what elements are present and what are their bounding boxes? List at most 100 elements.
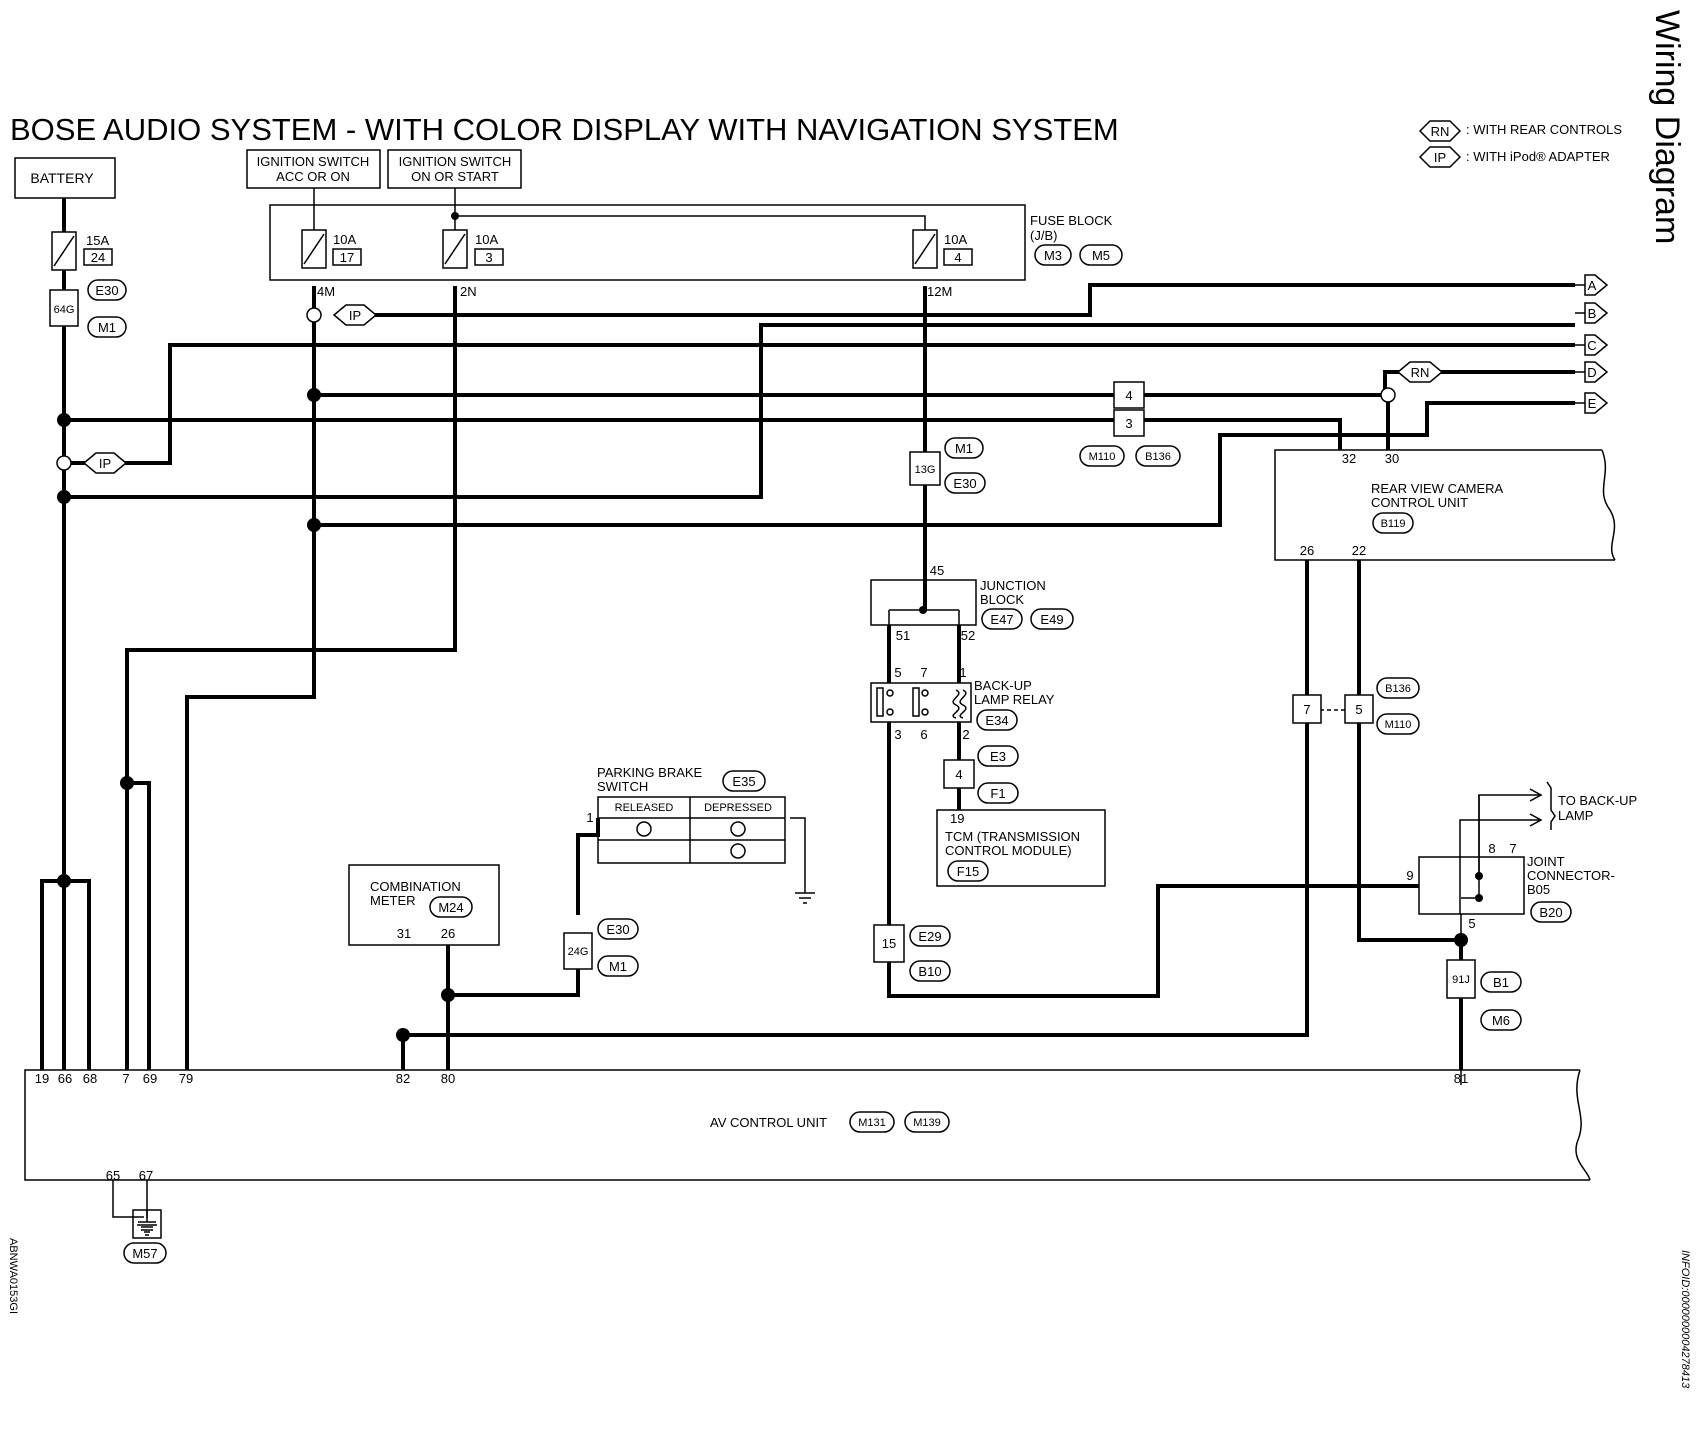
ignition-switch-on: IGNITION SWITCH ON OR START xyxy=(387,149,522,189)
tcm-line1: TCM (TRANSMISSION xyxy=(945,829,1080,844)
connector-pin-7: 7 xyxy=(1303,702,1310,717)
connector-m1-a: M1 xyxy=(98,320,116,335)
combination-meter-pin-26: 26 xyxy=(441,926,455,941)
joint-line1: JOINT xyxy=(1527,854,1565,869)
parking-brake-depressed: DEPRESSED xyxy=(704,802,772,814)
av-pin-80: 80 xyxy=(441,1071,455,1086)
joint-pin-5: 5 xyxy=(1468,916,1475,931)
ip-tag-1: IP xyxy=(332,304,378,326)
rear-camera-pin-32: 32 xyxy=(1342,451,1356,466)
fuse-15a: 15A 24 xyxy=(51,231,113,271)
av-pin-81: 81 xyxy=(1454,1071,1468,1086)
connector-24g: 24G E30 M1 xyxy=(563,918,639,977)
connector-15: 15 E29 B10 xyxy=(873,924,951,982)
rear-camera-pin-26: 26 xyxy=(1300,543,1314,558)
relay-conn: E34 xyxy=(985,713,1008,728)
relay-line1: BACK-UP xyxy=(974,678,1032,693)
junction-pin-51: 51 xyxy=(896,628,910,643)
side-title: Wiring Diagram xyxy=(1648,10,1686,244)
rear-camera-conn: B119 xyxy=(1381,518,1406,530)
connector-e30-c: E30 xyxy=(606,922,629,937)
junction-pin-52: 52 xyxy=(961,628,975,643)
pin-4m: 4M xyxy=(317,284,335,299)
ignition-on-line1: IGNITION SWITCH xyxy=(399,154,512,169)
offpage-c: C xyxy=(1587,338,1596,353)
thin-wires xyxy=(63,198,1556,1236)
connector-e3: E3 xyxy=(990,749,1006,764)
pin-2n: 2N xyxy=(460,284,477,299)
joint-pin-9: 9 xyxy=(1406,868,1413,883)
connector-m110-a: M110 xyxy=(1089,451,1116,463)
connector-pin-4: 4 xyxy=(1125,388,1132,403)
relay-pin-1: 1 xyxy=(959,665,966,680)
backup-lamp-relay: 5 7 1 3 6 2 BACK-UP LAMP RELAY E34 xyxy=(870,665,1055,742)
tcm-connector-pin: 4 xyxy=(955,767,962,782)
parking-brake-line1: PARKING BRAKE xyxy=(597,765,703,780)
combination-meter-line2: METER xyxy=(370,893,416,908)
battery: BATTERY xyxy=(14,157,116,199)
parking-brake-line2: SWITCH xyxy=(597,779,648,794)
joint-pin-7: 7 xyxy=(1509,841,1516,856)
junction-line2: BLOCK xyxy=(980,592,1024,607)
legend-rn-tag: RN xyxy=(1431,124,1450,139)
junction-block: 45 JUNCTION BLOCK E47 E49 51 52 xyxy=(870,563,1074,643)
connector-e30-a: E30 xyxy=(95,283,118,298)
figure-code: ABNWA0153GI xyxy=(7,1238,19,1314)
parking-brake-switch: PARKING BRAKE SWITCH E35 RELEASED DEPRES… xyxy=(586,765,786,864)
joint-line3: B05 xyxy=(1527,882,1550,897)
combination-meter: COMBINATION METER M24 31 26 xyxy=(348,864,500,946)
ignition-acc-line2: ACC OR ON xyxy=(276,169,350,184)
av-control-unit: 19 66 68 7 69 79 82 80 81 AV CONTROL UNI… xyxy=(24,1069,1591,1183)
fuse-3-amp: 10A xyxy=(475,232,498,247)
fuse-block-conn-m3: M3 xyxy=(1044,248,1062,263)
ignition-on-line2: ON OR START xyxy=(411,169,499,184)
fuse-10a-17: 10A 17 xyxy=(301,229,362,269)
relay-pin-7: 7 xyxy=(920,665,927,680)
av-pin-19: 19 xyxy=(35,1071,49,1086)
av-pin-79: 79 xyxy=(179,1071,193,1086)
av-pin-68: 68 xyxy=(83,1071,97,1086)
rn-tag: RN xyxy=(1396,361,1444,383)
offpage-a: A xyxy=(1588,278,1597,293)
parking-brake-pin: 1 xyxy=(586,810,593,825)
connector-b136-m110: 7 5 B136 M110 xyxy=(1292,677,1420,735)
joint-pin-8: 8 xyxy=(1488,841,1495,856)
tcm-conn: F15 xyxy=(957,864,979,879)
av-ground: M57 xyxy=(123,1209,167,1264)
offpage-connectors: A B C D E xyxy=(1575,274,1609,414)
page-title: BOSE AUDIO SYSTEM - WITH COLOR DISPLAY W… xyxy=(10,112,1119,147)
fuse-block-conn-m5: M5 xyxy=(1092,248,1110,263)
battery-label: BATTERY xyxy=(30,170,94,186)
fuse-17-num: 17 xyxy=(340,250,354,265)
connector-24g-label: 24G xyxy=(568,946,589,958)
legend-ip-tag: IP xyxy=(1434,150,1446,165)
combination-meter-line1: COMBINATION xyxy=(370,879,461,894)
av-pin-65: 65 xyxy=(106,1168,120,1183)
to-backup-lamp-line1: TO BACK-UP xyxy=(1558,793,1637,808)
av-pin-69: 69 xyxy=(143,1071,157,1086)
parking-brake-conn: E35 xyxy=(732,774,755,789)
connector-m1-c: M1 xyxy=(609,959,627,974)
connector-15-label: 15 xyxy=(882,936,896,951)
connector-e29: E29 xyxy=(918,929,941,944)
av-pin-67: 67 xyxy=(139,1168,153,1183)
joint-line2: CONNECTOR- xyxy=(1527,868,1615,883)
splices xyxy=(56,212,1483,1042)
connector-64g: 64G E30 M1 xyxy=(49,279,127,338)
connector-b136-b: B136 xyxy=(1385,683,1411,695)
combination-meter-conn: M24 xyxy=(438,900,463,915)
connector-f1: F1 xyxy=(990,786,1005,801)
connector-pin-5: 5 xyxy=(1355,702,1362,717)
connector-e30-b: E30 xyxy=(953,476,976,491)
connector-b136-a: B136 xyxy=(1145,451,1171,463)
legend: RN : WITH REAR CONTROLS IP : WITH iPod® … xyxy=(1418,120,1622,168)
fuse-block-label: FUSE BLOCK xyxy=(1030,213,1113,228)
ignition-switch-acc: IGNITION SWITCH ACC OR ON xyxy=(246,149,381,189)
offpage-d: D xyxy=(1587,365,1596,380)
av-pin-82: 82 xyxy=(396,1071,410,1086)
connector-91j-label: 91J xyxy=(1452,974,1470,986)
offpage-e: E xyxy=(1588,396,1597,411)
ip-tag-1-label: IP xyxy=(349,308,361,323)
parking-brake-released: RELEASED xyxy=(615,802,674,814)
tcm-module: 19 TCM (TRANSMISSION CONTROL MODULE) F15 xyxy=(936,809,1106,887)
